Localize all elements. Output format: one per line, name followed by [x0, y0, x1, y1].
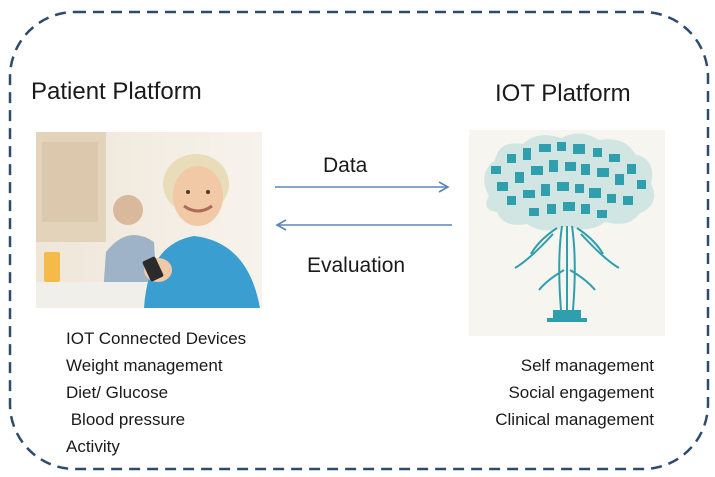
list-item: Blood pressure: [66, 410, 186, 429]
patient-photo: [36, 132, 262, 308]
data-label: Data: [323, 154, 368, 177]
list-item: Clinical management: [495, 410, 654, 429]
iot-features-list: Self management Social engagement Clinic…: [495, 352, 654, 433]
patient-features-list: IOT Connected Devices Weight management …: [66, 325, 246, 460]
patient-platform-title: Patient Platform: [31, 78, 202, 105]
data-arrow: [275, 181, 450, 193]
list-item: Diet/ Glucose: [66, 383, 169, 402]
list-item: Activity: [66, 437, 120, 456]
list-item: Social engagement: [508, 383, 654, 402]
list-item: Weight management: [66, 356, 223, 375]
evaluation-arrow: [275, 219, 452, 231]
evaluation-label: Evaluation: [307, 254, 406, 277]
iot-platform-title: IOT Platform: [495, 80, 631, 107]
iot-tree-icon: [469, 130, 665, 336]
list-item: IOT Connected Devices: [66, 329, 247, 348]
list-item: Self management: [520, 356, 654, 375]
